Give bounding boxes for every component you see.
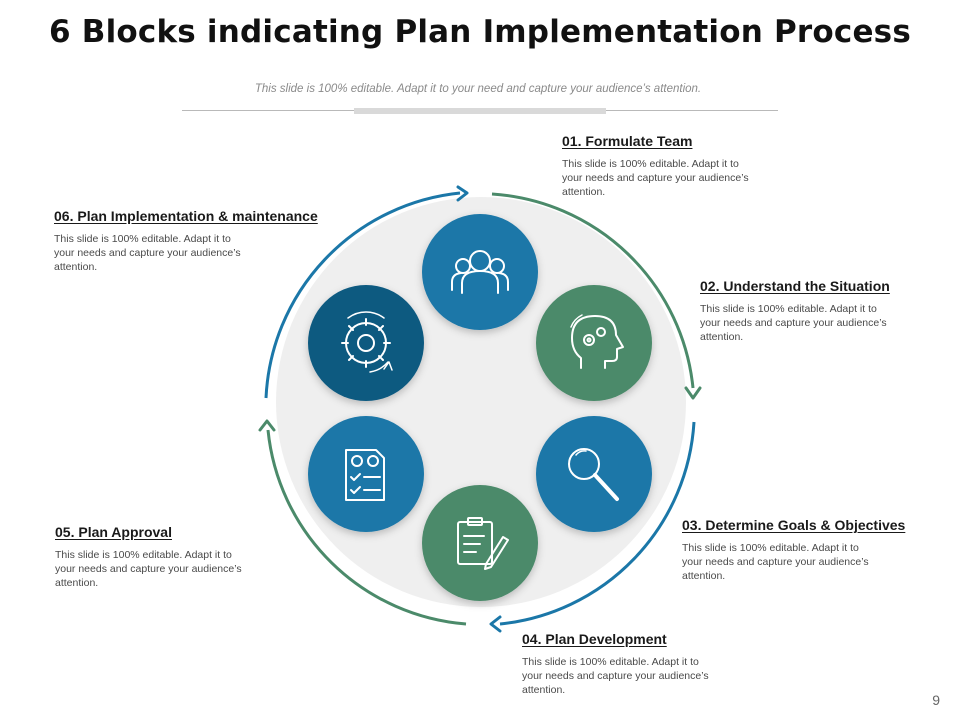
step-1-text: This slide is 100% editable. Adapt it to… [562,158,749,198]
step-5-text: This slide is 100% editable. Adapt it to… [55,549,242,589]
slide-title: 6 Blocks indicating Plan Implementation … [48,14,911,50]
clipboard-pencil-icon [457,517,509,570]
arrowhead-4 [258,419,276,432]
step-3-text: This slide is 100% editable. Adapt it to… [682,542,869,582]
step-3-block: 03. Determine Goals & Objectives This sl… [682,517,942,583]
step6-circle [308,285,424,401]
step-4-block: 04. Plan Development This slide is 100% … [522,631,782,697]
step-4-text: This slide is 100% editable. Adapt it to… [522,656,709,696]
step-5-title: 05. Plan Approval [55,524,172,540]
head-gears-icon [570,314,624,369]
arc-arrow-step2-to-4 [499,421,696,626]
step-3-title: 03. Determine Goals & Objectives [682,517,906,533]
team-icon [451,250,509,294]
step-1-block: 01. Formulate Team This slide is 100% ed… [562,133,822,199]
arrowhead-3 [489,615,502,633]
step-1-title: 01. Formulate Team [562,133,693,149]
magnifier-icon [568,448,619,501]
subtitle-accent-bar [354,108,606,114]
step-6-block: 06. Plan Implementation & maintenance Th… [54,208,374,274]
arrowhead-2 [684,386,702,400]
checklist-report-icon [345,449,385,501]
arrowhead-1 [456,185,469,202]
arc-arrow-step5-to-1 [264,191,461,399]
step-6-title: 06. Plan Implementation & maintenance [54,208,318,224]
slide-subtitle: This slide is 100% editable. Adapt it to… [254,83,702,95]
step-6-text: This slide is 100% editable. Adapt it to… [54,233,241,273]
step5-circle [308,416,424,532]
page-number: 9 [932,692,940,708]
step-2-text: This slide is 100% editable. Adapt it to… [700,303,887,343]
step-5-block: 05. Plan Approval This slide is 100% edi… [55,524,315,590]
step-2-title: 02. Understand the Situation [700,278,890,294]
gear-cycle-icon [341,311,393,373]
arc-arrow-step4-to-5 [266,429,467,626]
step-4-title: 04. Plan Development [522,631,667,647]
arc-arrow-step1-to-2 [491,192,695,389]
step-2-block: 02. Understand the Situation This slide … [700,278,960,344]
